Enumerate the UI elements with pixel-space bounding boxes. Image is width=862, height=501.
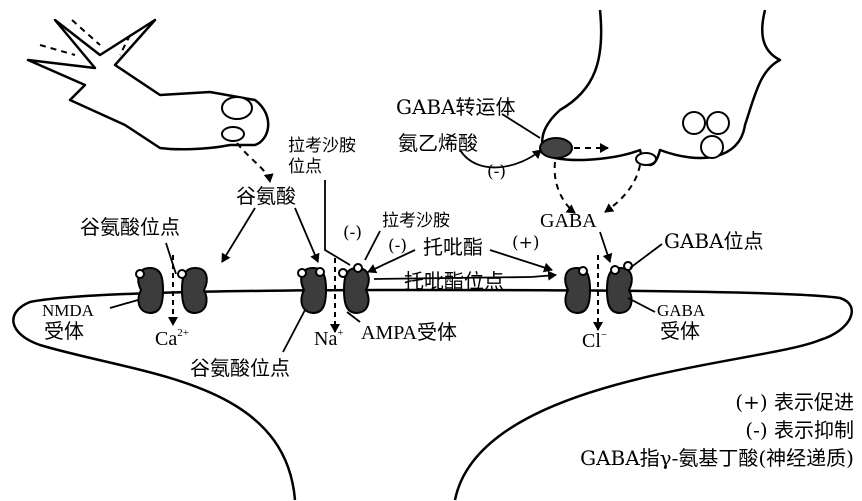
vesicle <box>222 97 252 119</box>
label-gaba-receptor-2: 受体 <box>660 320 700 342</box>
legend-gaba-definition: GABA指γ-氨基丁酸(神经递质) <box>580 444 854 472</box>
label-gaba-transporter: GABA转运体 <box>396 96 516 118</box>
label-inhibit: (-) <box>388 235 407 257</box>
label-racosamine-site: 拉考沙胺位点 <box>288 136 368 178</box>
legend-promote: (+) 表示促进 <box>580 388 854 416</box>
vesicle-release <box>636 153 656 165</box>
label-gaba-site: GABA位点 <box>664 230 764 252</box>
legend: (+) 表示促进 (-) 表示抑制 GABA指γ-氨基丁酸(神经递质) <box>580 388 854 472</box>
vesicle <box>683 112 705 134</box>
label-topiramate-site: 托吡酯位点 <box>404 270 504 292</box>
presynaptic-neuron-right <box>542 10 780 165</box>
label-glutamate-site-bottom: 谷氨酸位点 <box>190 357 290 379</box>
label-inhibit: (-) <box>487 161 506 183</box>
legend-inhibit: (-) 表示抑制 <box>580 416 854 444</box>
vesicle <box>707 112 729 134</box>
gaba-transporter-shape <box>540 138 572 158</box>
label-inhibit: (-) <box>343 222 362 244</box>
label-topiramate: 托吡酯 <box>423 236 483 258</box>
label-glutamate-site-top: 谷氨酸位点 <box>80 216 180 238</box>
vesicle <box>701 136 723 158</box>
label-ca-ion: Ca2+ <box>155 328 189 350</box>
label-ampa-receptor: AMPA受体 <box>361 322 457 344</box>
label-glutamate: 谷氨酸 <box>236 185 296 207</box>
vesicle-release <box>222 127 244 141</box>
label-nmda-receptor: 受体 <box>44 320 84 342</box>
label-na-ion: Na+ <box>314 328 344 350</box>
label-racosamine: 拉考沙胺 <box>382 210 450 232</box>
label-cl-ion: Cl− <box>582 330 607 352</box>
label-gaba: GABA <box>540 210 597 232</box>
label-promote: (+) <box>512 232 540 254</box>
label-aminoethylene-acid: 氨乙烯酸 <box>398 132 478 154</box>
